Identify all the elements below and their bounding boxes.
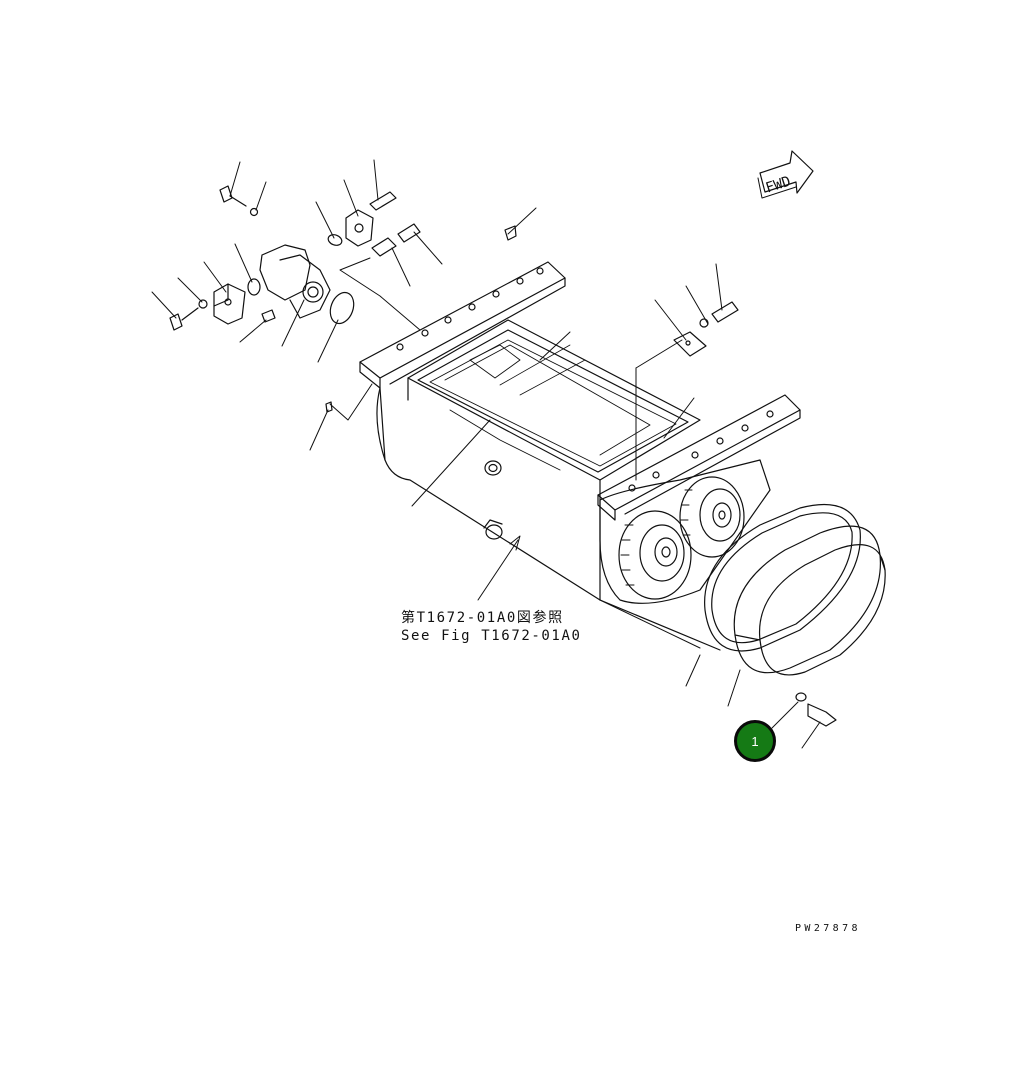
o-ring-small <box>327 234 343 246</box>
bolt-top-left <box>219 185 259 217</box>
fwd-label: FWD <box>764 173 793 196</box>
bolt-top-right <box>369 191 397 211</box>
clip-bracket <box>673 331 707 357</box>
small-screw <box>261 309 276 323</box>
main-housing <box>359 261 801 651</box>
sprocket-assembly <box>599 459 771 604</box>
plate-holes-right <box>628 410 774 492</box>
pump-assembly <box>259 244 355 325</box>
end-cover <box>733 525 886 676</box>
part-callout-1[interactable]: 1 <box>734 720 776 762</box>
fwd-arrow-icon: FWD <box>757 150 814 199</box>
reference-note-japanese: 第T1672-01A0図参照 <box>401 610 564 626</box>
upper-block <box>345 209 374 247</box>
o-ring-block <box>247 278 261 296</box>
plate-holes <box>396 267 544 351</box>
plug <box>325 225 517 413</box>
pump-block <box>213 283 246 325</box>
bolt-left <box>169 299 208 331</box>
fitting <box>371 223 421 257</box>
bolt-right-top <box>699 301 739 328</box>
drawing-number: PW27878 <box>795 923 861 934</box>
cover-gasket <box>704 503 861 652</box>
callout-number: 1 <box>751 733 759 749</box>
leader-lines <box>151 159 821 749</box>
cover-bolt <box>795 692 837 727</box>
reference-note-english[interactable]: See Fig T1672-01A0 <box>401 628 582 644</box>
